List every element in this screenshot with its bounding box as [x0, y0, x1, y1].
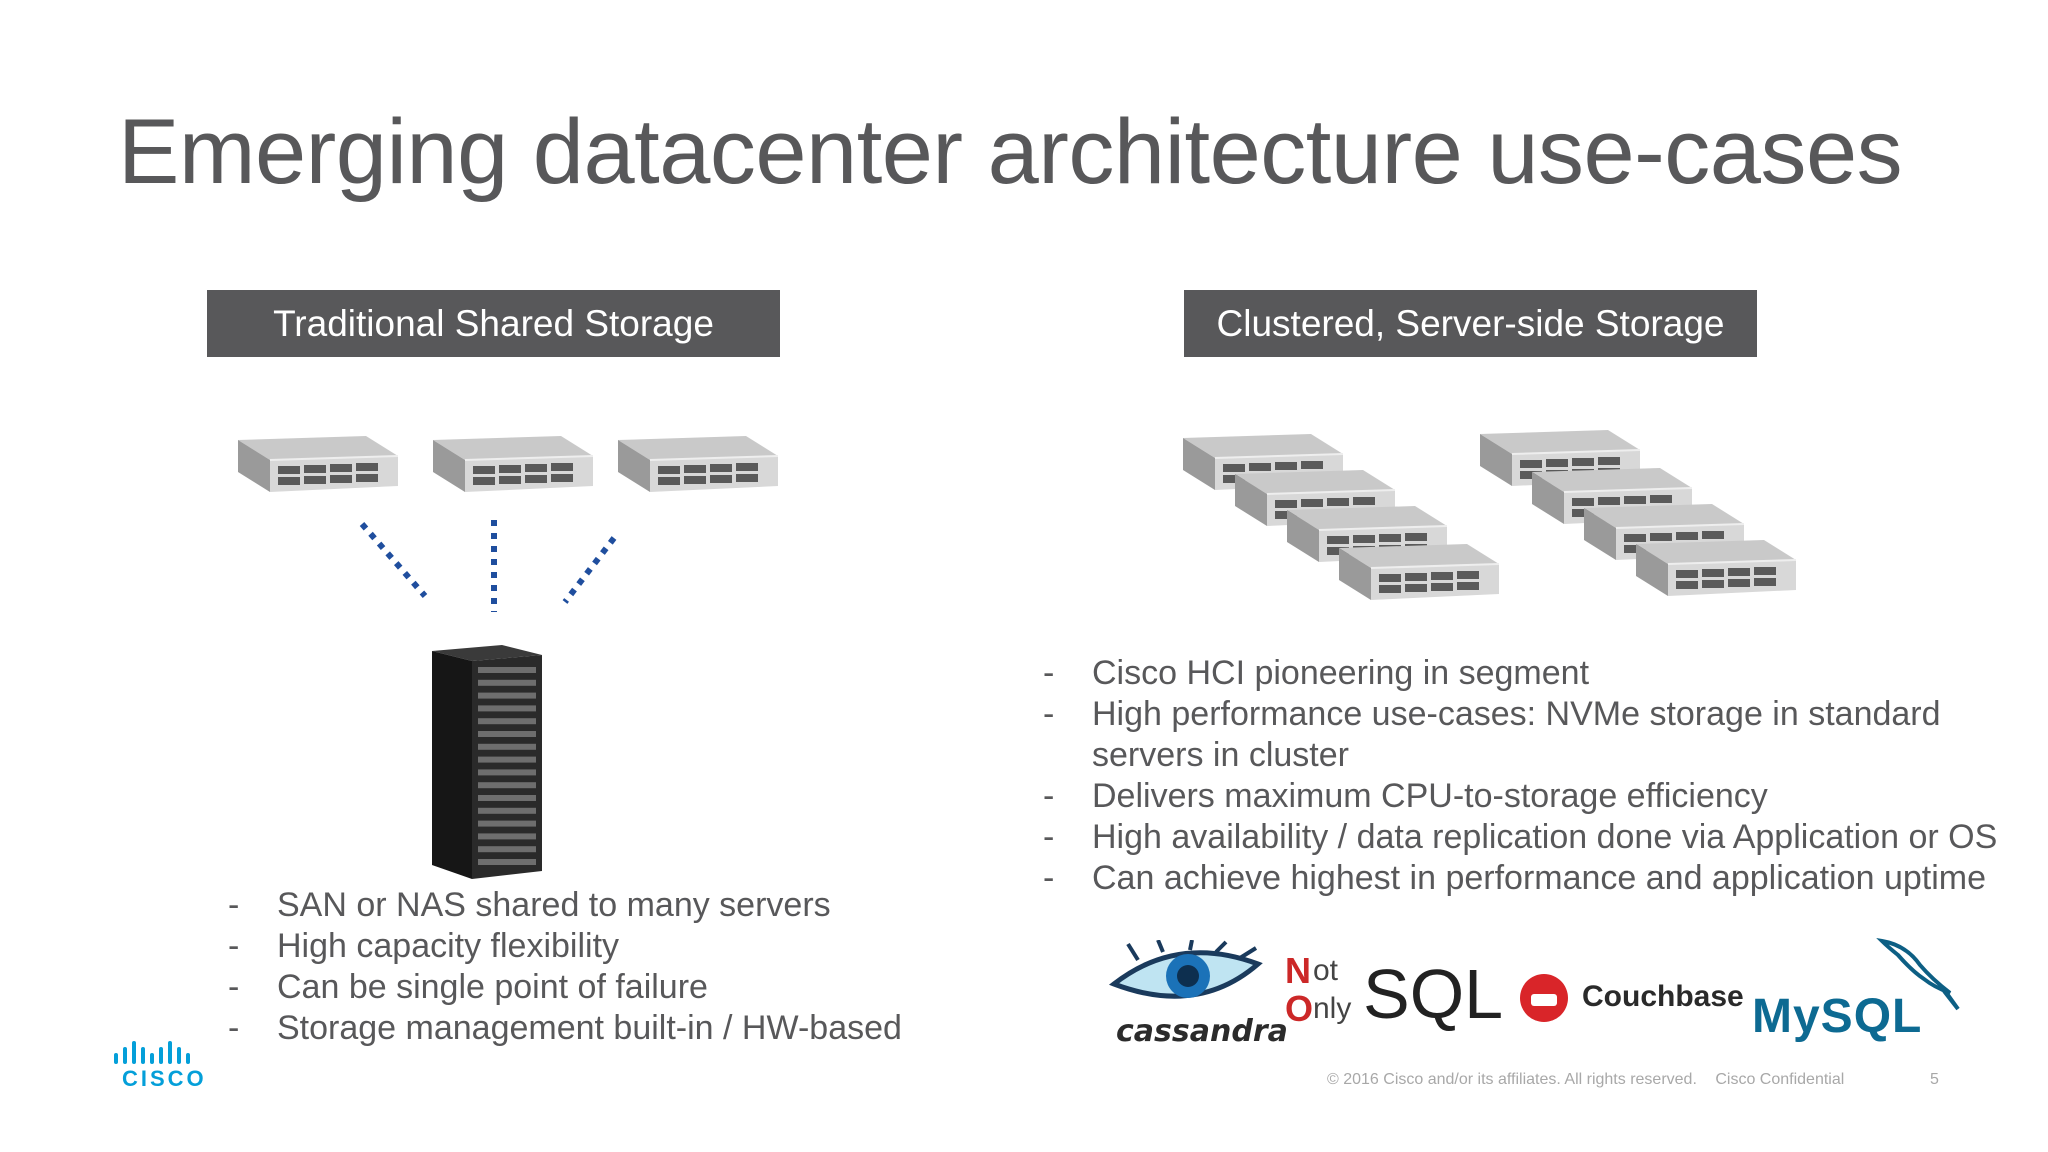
rack-server-icon [433, 432, 593, 502]
list-item: High availability / data replication don… [1043, 817, 2023, 858]
nosql-o-letter: O [1285, 988, 1314, 1029]
dotted-connection-lines [359, 520, 617, 612]
cassandra-logo: cassandra [1108, 940, 1288, 1050]
slide-title: Emerging datacenter architecture use-cas… [118, 101, 1903, 203]
list-item: Storage management built-in / HW-based [228, 1008, 902, 1049]
page-number: 5 [1930, 1071, 1939, 1088]
list-item: Can achieve highest in performance and a… [1043, 858, 2023, 899]
confidential-text: Cisco Confidential [1715, 1071, 1845, 1088]
list-item: High performance use-cases: NVMe storage… [1043, 694, 2023, 776]
cisco-logo: CISCO [112, 1040, 207, 1092]
cassandra-wordmark: cassandra [1116, 1014, 1288, 1049]
couchbase-logo: Couchbase [1520, 972, 1744, 1024]
rack-server-icon [1636, 536, 1796, 606]
storage-array-icon [432, 645, 542, 879]
list-item: Cisco HCI pioneering in segment [1043, 653, 2023, 694]
list-item: Can be single point of failure [228, 967, 902, 1008]
cisco-bars-icon [114, 1041, 190, 1064]
nosql-sql-text: SQL [1363, 955, 1504, 1033]
cassandra-eye-icon [1108, 940, 1263, 999]
nosql-ot-text: ot [1313, 954, 1339, 987]
list-item: High capacity flexibility [228, 926, 902, 967]
nosql-logo: N ot O nly SQL [1283, 950, 1503, 1040]
mysql-dolphin-icon [1876, 937, 1960, 1011]
clustered-storage-bullets: Cisco HCI pioneering in segment High per… [1043, 653, 2023, 899]
copyright-text: © 2016 Cisco and/or its affiliates. All … [1327, 1071, 1697, 1088]
list-item: Delivers maximum CPU-to-storage efficien… [1043, 776, 2023, 817]
couchbase-wordmark: Couchbase [1582, 980, 1744, 1013]
couchbase-icon [1520, 974, 1568, 1022]
rack-server-icon [238, 432, 398, 502]
traditional-storage-bullets: SAN or NAS shared to many servers High c… [228, 885, 902, 1049]
cisco-wordmark: CISCO [122, 1066, 207, 1091]
rack-server-icon [618, 432, 778, 502]
mysql-wordmark: MySQL [1752, 990, 1923, 1043]
footer: © 2016 Cisco and/or its affiliates. All … [1327, 1071, 1858, 1089]
nosql-nly-text: nly [1313, 992, 1352, 1025]
clustered-storage-header: Clustered, Server-side Storage [1184, 290, 1757, 357]
nosql-n-letter: N [1285, 950, 1311, 991]
list-item: SAN or NAS shared to many servers [228, 885, 902, 926]
rack-server-icon [1339, 540, 1499, 610]
traditional-storage-header: Traditional Shared Storage [207, 290, 780, 357]
mysql-logo: MySQL [1752, 935, 1962, 1045]
